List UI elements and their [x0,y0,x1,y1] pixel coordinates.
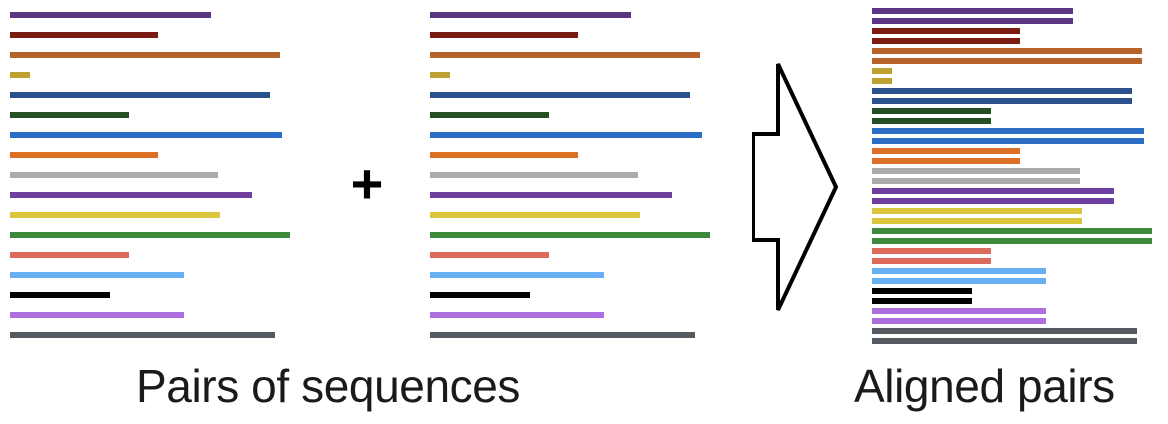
seq-sky-blue-aligned-bar-2 [872,278,1046,284]
seq-salmon-aligned-bar-1 [872,248,991,254]
seq-ochre-orange-aligned-bar-1 [872,48,1142,54]
seq-slate-gray-aligned-bar-2 [872,338,1137,344]
seq-slate-gray-bar [10,332,275,338]
seq-dark-green-bar [430,112,549,118]
seq-navy-blue-aligned-bar-2 [872,98,1132,104]
seq-yellow-aligned-bar-2 [872,218,1082,224]
seq-orange-bar [10,152,158,158]
seq-salmon-aligned-bar-2 [872,258,991,264]
seq-dark-yellow-bar [430,72,450,78]
caption-pairs-of-sequences: Pairs of sequences [136,360,521,412]
seq-sky-blue-bar [10,272,184,278]
seq-yellow-bar [430,212,640,218]
seq-sky-blue-aligned-bar-1 [872,268,1046,274]
seq-green-aligned-bar-1 [872,228,1152,234]
seq-ochre-orange-bar [430,52,700,58]
seq-navy-blue-bar [10,92,270,98]
seq-orange-bar [430,152,578,158]
seq-dark-green-aligned-bar-2 [872,118,991,124]
seq-dark-purple-bar [10,12,211,18]
seq-black-aligned-bar-1 [872,288,972,294]
seq-bright-blue-aligned-bar-1 [872,128,1144,134]
seq-green-bar [10,232,290,238]
seq-medium-purple-aligned-bar-2 [872,198,1114,204]
seq-black-aligned-bar-2 [872,298,972,304]
seq-dark-purple-aligned-bar-2 [872,18,1073,24]
seq-navy-blue-aligned-bar-1 [872,88,1132,94]
seq-orange-aligned-bar-2 [872,158,1020,164]
right-block-arrow-icon [752,62,838,312]
seq-dark-red-aligned-bar-2 [872,38,1020,44]
seq-light-purple-bar [430,312,604,318]
plus-sign: + [350,152,384,215]
seq-ochre-orange-bar [10,52,280,58]
seq-light-purple-aligned-bar-2 [872,318,1046,324]
seq-sky-blue-bar [430,272,604,278]
seq-green-aligned-bar-2 [872,238,1152,244]
seq-black-bar [430,292,530,298]
seq-medium-purple-aligned-bar-1 [872,188,1114,194]
seq-orange-aligned-bar-1 [872,148,1020,154]
seq-medium-purple-bar [10,192,252,198]
seq-light-gray-bar [430,172,638,178]
panel-unaligned-set-a [10,0,295,350]
seq-bright-blue-bar [430,132,702,138]
seq-light-gray-aligned-bar-2 [872,178,1080,184]
seq-dark-yellow-aligned-bar-1 [872,68,892,74]
seq-bright-blue-aligned-bar-2 [872,138,1144,144]
seq-dark-green-bar [10,112,129,118]
seq-dark-red-aligned-bar-1 [872,28,1020,34]
seq-navy-blue-bar [430,92,690,98]
seq-dark-red-bar [10,32,158,38]
seq-ochre-orange-aligned-bar-2 [872,58,1142,64]
seq-green-bar [430,232,710,238]
seq-bright-blue-bar [10,132,282,138]
seq-light-purple-aligned-bar-1 [872,308,1046,314]
panel-unaligned-set-b [430,0,715,350]
seq-dark-green-aligned-bar-1 [872,108,991,114]
seq-salmon-bar [430,252,549,258]
seq-medium-purple-bar [430,192,672,198]
seq-dark-yellow-bar [10,72,30,78]
seq-yellow-bar [10,212,220,218]
seq-salmon-bar [10,252,129,258]
seq-slate-gray-aligned-bar-1 [872,328,1137,334]
seq-dark-yellow-aligned-bar-2 [872,78,892,84]
seq-dark-purple-aligned-bar-1 [872,8,1073,14]
panel-aligned-pairs [872,0,1157,350]
seq-slate-gray-bar [430,332,695,338]
seq-light-purple-bar [10,312,184,318]
seq-light-gray-bar [10,172,218,178]
seq-dark-purple-bar [430,12,631,18]
caption-aligned-pairs: Aligned pairs [854,360,1115,412]
seq-dark-red-bar [430,32,578,38]
seq-yellow-aligned-bar-1 [872,208,1082,214]
seq-light-gray-aligned-bar-1 [872,168,1080,174]
seq-black-bar [10,292,110,298]
